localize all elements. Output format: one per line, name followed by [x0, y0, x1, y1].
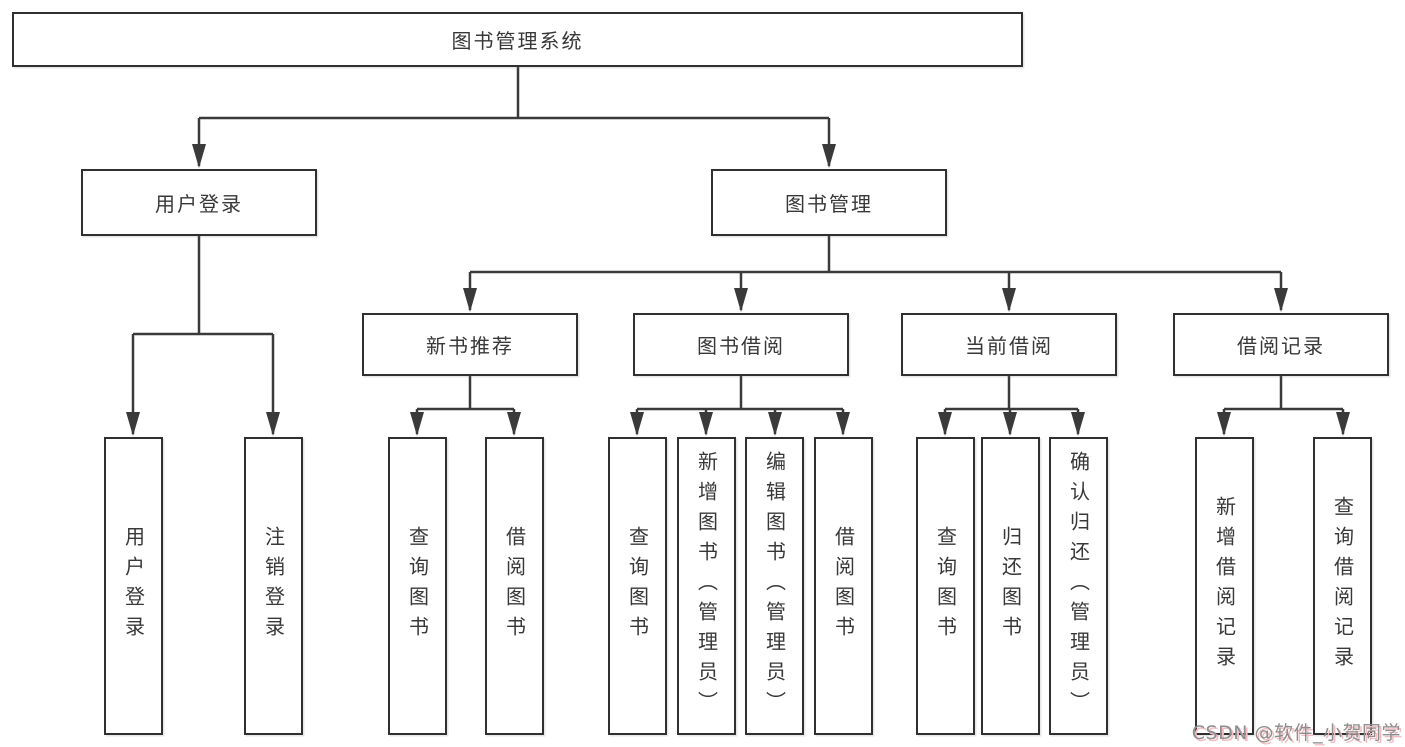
node-label: 用户登录: [155, 192, 243, 216]
node-label: 新增图书（管理员）: [694, 451, 719, 721]
leaf-nbr-query-books: 查询图书: [388, 437, 447, 735]
leaf-cb-return-books: 归还图书: [981, 437, 1040, 735]
node-label: 确认归还（管理员）: [1066, 451, 1091, 721]
node-label: 图书管理系统: [451, 29, 584, 53]
node-label: 借阅图书: [502, 526, 527, 646]
node-label: 当前借阅: [965, 334, 1053, 358]
node-borrow-records: 借阅记录: [1173, 313, 1389, 376]
node-label: 图书借阅: [697, 334, 785, 358]
node-book-management: 图书管理: [711, 169, 947, 236]
watermark: CSDN @软件_小贺同学: [1191, 722, 1401, 744]
leaf-nbr-borrow-books: 借阅图书: [485, 437, 544, 735]
leaf-cb-query-books: 查询图书: [916, 437, 975, 735]
node-current-borrow: 当前借阅: [901, 313, 1117, 376]
node-new-book-recommend: 新书推荐: [362, 313, 578, 376]
node-label: 查询图书: [405, 526, 430, 646]
node-label: 新增借阅记录: [1212, 496, 1237, 676]
leaf-bb-edit-books-admin: 编辑图书（管理员）: [745, 437, 804, 735]
node-root: 图书管理系统: [12, 12, 1023, 67]
node-label: 图书管理: [785, 192, 873, 216]
node-label: 借阅记录: [1237, 334, 1325, 358]
leaf-logout-login: 注销登录: [244, 437, 303, 735]
node-label: 注销登录: [261, 526, 286, 646]
node-label: 归还图书: [998, 526, 1023, 646]
leaf-user-login: 用户登录: [104, 437, 163, 735]
node-user-login: 用户登录: [81, 169, 317, 236]
node-label: 用户登录: [121, 526, 146, 646]
leaf-cb-confirm-return-admin: 确认归还（管理员）: [1049, 437, 1108, 735]
leaf-br-query-record: 查询借阅记录: [1313, 437, 1372, 735]
leaf-br-add-record: 新增借阅记录: [1195, 437, 1254, 735]
node-label: 编辑图书（管理员）: [762, 451, 787, 721]
leaf-bb-borrow-books: 借阅图书: [814, 437, 873, 735]
node-label: 借阅图书: [831, 526, 856, 646]
leaf-bb-query-books: 查询图书: [608, 437, 667, 735]
node-label: 查询图书: [933, 526, 958, 646]
node-label: 查询图书: [625, 526, 650, 646]
node-label: 新书推荐: [426, 334, 514, 358]
node-label: 查询借阅记录: [1330, 496, 1355, 676]
node-book-borrow: 图书借阅: [633, 313, 849, 376]
leaf-bb-add-books-admin: 新增图书（管理员）: [677, 437, 736, 735]
